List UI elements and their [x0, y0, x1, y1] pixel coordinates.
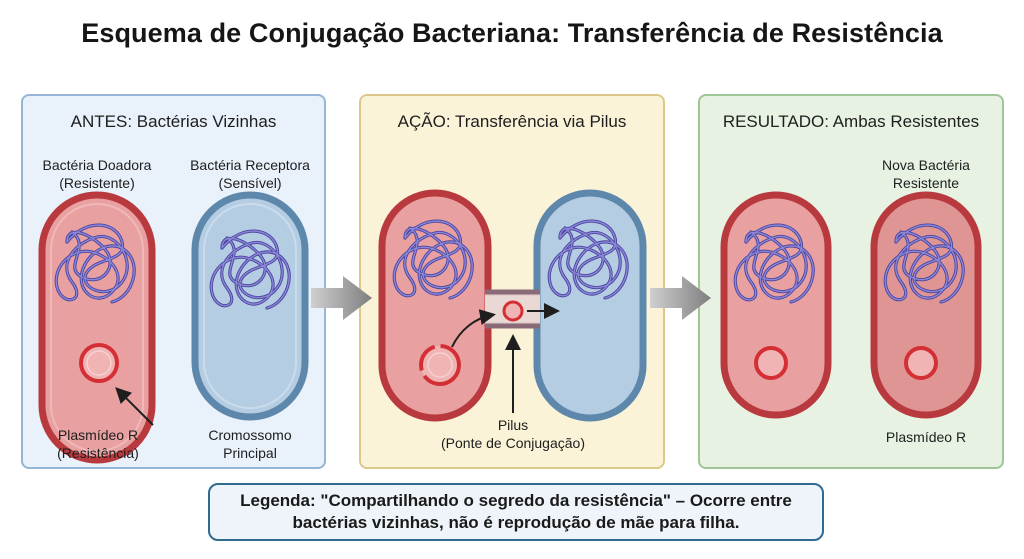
receiver-bacterium — [191, 191, 309, 421]
plasmid-r-result-label: Plasmídeo R — [885, 429, 967, 445]
panel-result-title: RESULTADO: Ambas Resistentes — [722, 112, 980, 131]
conjugating-receiver — [533, 189, 647, 422]
original-resistant-bacterium — [720, 191, 832, 419]
transferring-plasmid-icon — [502, 300, 524, 322]
legend-box: Legenda: "Compartilhando o segredo da re… — [208, 483, 824, 541]
diagram-title: Esquema de Conjugação Bacteriana: Transf… — [81, 18, 943, 48]
legend-line-1: Legenda: "Compartilhando o segredo da re… — [240, 491, 792, 510]
panel-before-title: ANTES: Bactérias Vizinhas — [70, 112, 277, 131]
panel-action-title: AÇÃO: Transferência via Pilus — [397, 112, 627, 131]
dividing-plasmid-icon — [419, 344, 461, 386]
receiver-label: Bactéria Receptora(Sensível) — [190, 157, 310, 191]
plasmid-r-label: Plasmídeo R(Resistência) — [57, 427, 139, 461]
flow-arrow-2 — [650, 276, 711, 320]
legend-line-2: bactérias vizinhas, não é reprodução de … — [292, 513, 740, 532]
flow-arrow-1 — [311, 276, 372, 320]
pilus-label: Pilus(Ponte de Conjugação) — [441, 417, 585, 451]
plasmid-r-icon — [79, 343, 119, 383]
new-resistant-bacterium — [870, 191, 982, 419]
donor-bacterium — [38, 191, 156, 464]
donor-label: Bactéria Doadora(Resistente) — [42, 157, 152, 191]
